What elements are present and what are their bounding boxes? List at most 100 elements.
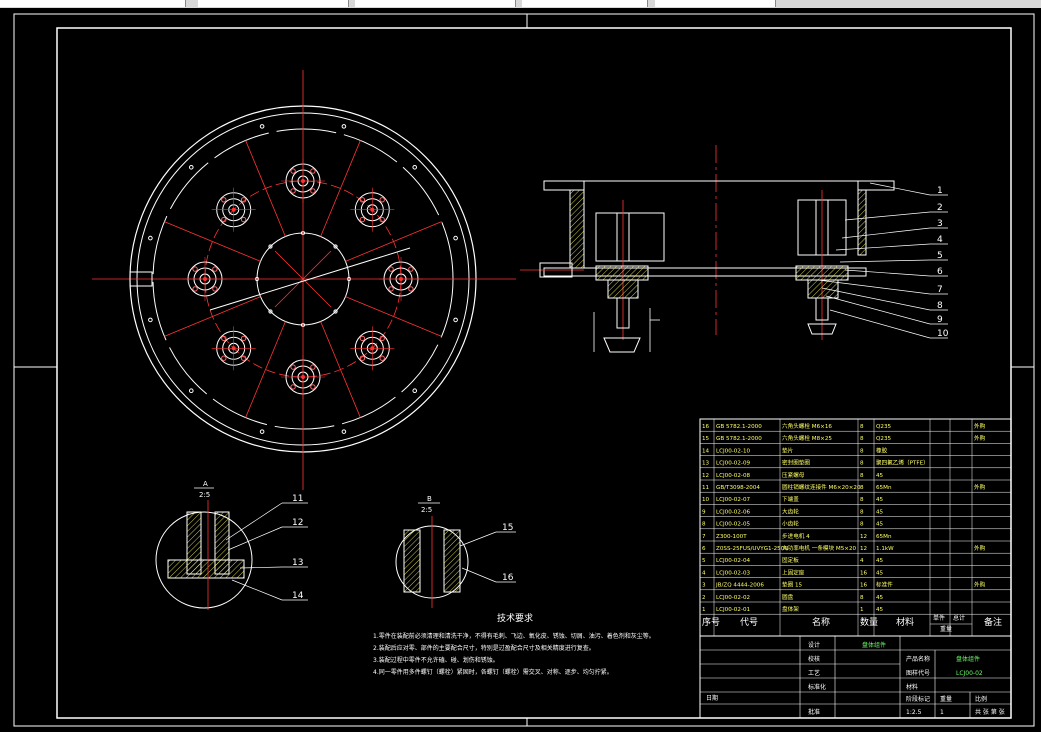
tb-check: 校核 (808, 655, 820, 663)
table-header-cell: 总计 (953, 614, 965, 622)
table-cell: 45 (876, 522, 884, 528)
table-header-cell: 备注 (984, 616, 1002, 628)
unit-bolt-hole (192, 266, 198, 272)
suction-unit (350, 326, 395, 371)
table-header-cell: 重量 (940, 625, 952, 633)
table-header-cell: 材料 (896, 616, 914, 628)
table-cell: 1 (860, 607, 864, 613)
table-cell: LCJ00-02-05 (716, 522, 751, 528)
leader-label: 13 (292, 558, 303, 568)
plan-spoke-line (164, 296, 261, 337)
table-cell: LCJ00-02-03 (716, 570, 751, 576)
table-header-cell: 代号 (740, 617, 758, 628)
table-cell: 六角头螺栓 M6×16 (782, 422, 832, 430)
rim-hole (412, 388, 418, 394)
table-cell: 45 (876, 607, 884, 613)
table-header-cell: 单件 (933, 614, 945, 622)
tech-req-item: 2.装配后应对零、部件的主要配合尺寸，特别是过盈配合尺寸及相关精度进行复查。 (373, 644, 595, 652)
table-cell: 45 (876, 473, 884, 479)
leader-label: 7 (937, 285, 943, 295)
table-cell: 10 (702, 497, 710, 503)
tech-req-item: 3.装配过程中零件不允许磕、碰、划伤和锈蚀。 (373, 656, 499, 664)
leader-label: 1 (937, 186, 943, 196)
table-cell: LCJ00-02-06 (716, 509, 751, 515)
plan-spoke-line (164, 221, 261, 262)
table-cell: 小齿轮 (782, 520, 799, 528)
table-cell: 标准件 (876, 581, 893, 589)
table-cell: 8 (860, 473, 864, 479)
toolbar-field[interactable] (0, 0, 186, 7)
leader-line (225, 502, 283, 541)
table-cell: LCJ00-02-08 (716, 473, 751, 479)
detail-b-scale: 2:5 (421, 506, 432, 514)
unit-bolt-hole (221, 335, 227, 342)
table-cell: LCJ00-02-02 (716, 595, 750, 601)
rim-hole (412, 164, 418, 170)
toolbar-field[interactable] (655, 0, 776, 7)
table-cell: 六角头螺栓 M8×25 (782, 434, 832, 442)
table-cell: 5 (702, 558, 706, 564)
table-cell: 8 (702, 522, 706, 528)
table-cell: 3 (702, 583, 706, 589)
table-cell: 45 (876, 497, 884, 503)
suction-unit (211, 326, 256, 371)
unit-bolt-hole (379, 335, 385, 342)
tb-scale-value: 1:2.5 (906, 709, 922, 716)
leader-line (835, 243, 931, 251)
table-cell: 8 (860, 522, 864, 528)
plan-spoke-line (320, 140, 361, 237)
table-cell: 大功率电机 一条模块 M5×20 (782, 544, 857, 552)
plan-spoke-line (345, 296, 442, 337)
tb-design: 设计 (808, 641, 820, 649)
suction-unit (350, 187, 395, 232)
table-cell: 8 (860, 485, 864, 491)
unit-bolt-hole (359, 355, 366, 361)
unit-bolt-hole (192, 286, 198, 292)
rim-hole (259, 429, 265, 434)
plan-spoke-line (245, 321, 286, 418)
plan-view (92, 70, 516, 490)
leader-line (459, 531, 497, 547)
table-cell: 外购 (974, 581, 986, 589)
unit-bolt-hole (212, 266, 218, 272)
table-cell: 密封圈垫圈 (782, 459, 810, 467)
tb-right-2: LCJ00-02 (956, 670, 983, 677)
unit-bolt-hole (359, 335, 366, 342)
tb-design-name: 盘体组件 (862, 641, 886, 649)
table-cell: 12 (860, 534, 867, 540)
leader-label: 10 (937, 329, 949, 339)
unit-bolt-hole (221, 355, 227, 361)
leader-label: 5 (937, 251, 943, 261)
table-cell: GB 5782.1-2000 (716, 436, 762, 442)
table-cell: 橡胶 (876, 446, 888, 454)
leader-label: 3 (937, 219, 943, 229)
table-cell: 16 (702, 424, 710, 430)
table-cell: 15 (702, 436, 710, 442)
unit-bolt-hole (359, 216, 366, 223)
table-cell: Q235 (876, 436, 892, 442)
toolbar-field[interactable] (198, 0, 349, 7)
rim-hole (341, 429, 347, 434)
inner-frame (56, 27, 1012, 719)
tech-req-item: 1.零件在装配前必须清理和清洗干净，不得有毛刺、飞边、氧化皮、锈蚀、切屑、油污、… (373, 632, 655, 640)
table-cell: 13 (702, 461, 710, 467)
leader-line (841, 227, 931, 239)
hub-hole (333, 309, 338, 314)
table-cell: 步进电机 4 (782, 532, 810, 540)
unit-bolt-hole (221, 216, 227, 223)
hub-hole (268, 309, 273, 314)
rim-hole (341, 124, 347, 129)
toolbar-field[interactable] (355, 0, 516, 7)
tb-mass: 重量 (940, 695, 952, 703)
tb-scale-label: 比例 (975, 695, 987, 703)
toolbar-field[interactable] (522, 0, 648, 7)
leader-line (227, 526, 283, 551)
leader-line (844, 211, 931, 221)
table-cell: Z300-100T (716, 534, 747, 540)
rim-hole (259, 124, 265, 129)
rim-hole (188, 388, 194, 394)
leader-label: 14 (292, 591, 304, 601)
